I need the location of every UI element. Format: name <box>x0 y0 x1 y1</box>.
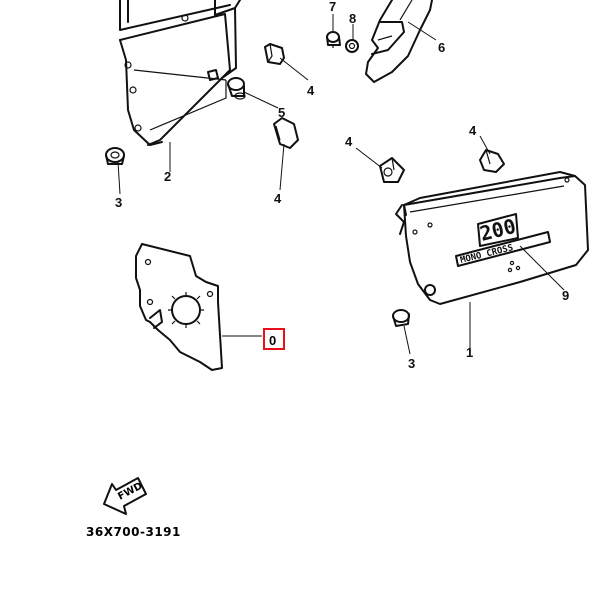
callout-4-mid: 4 <box>345 134 353 149</box>
clip-left <box>273 117 299 149</box>
cover-series-text: MONO CROSS <box>459 243 514 266</box>
leader-lines <box>117 14 565 356</box>
callout-6: 6 <box>438 40 446 55</box>
bolt-7 <box>326 31 341 48</box>
bracket-6 <box>365 0 433 83</box>
plate-0 <box>135 243 223 371</box>
callout-4-top: 4 <box>307 83 315 98</box>
callout-8: 8 <box>349 11 357 26</box>
grommet-top <box>264 43 285 65</box>
callout-0: 0 <box>269 333 277 348</box>
right-side-cover: 200 MONO CROSS <box>395 171 589 305</box>
callout-4-left: 4 <box>274 191 282 206</box>
callout-1: 1 <box>466 345 474 360</box>
clip-cover-right <box>479 149 505 173</box>
washer-8 <box>345 39 359 53</box>
part-number: 36X700-3191 <box>86 525 181 539</box>
fwd-label: FWD <box>116 481 144 503</box>
nut-left <box>105 147 125 165</box>
callout-3-right: 3 <box>408 356 416 371</box>
callout-3-left: 3 <box>115 195 123 210</box>
callout-9: 9 <box>562 288 570 303</box>
fwd-arrow: FWD <box>103 477 147 515</box>
callout-5: 5 <box>278 105 286 120</box>
highlight-box-callout-0[interactable]: 0 <box>263 328 285 350</box>
clip-cover-left <box>379 157 405 183</box>
damper-5 <box>227 77 246 100</box>
left-cover-bracket <box>119 0 241 146</box>
nut-right <box>392 309 410 327</box>
callout-4-right: 4 <box>469 123 477 138</box>
callout-2: 2 <box>164 169 172 184</box>
callout-7: 7 <box>329 0 337 14</box>
